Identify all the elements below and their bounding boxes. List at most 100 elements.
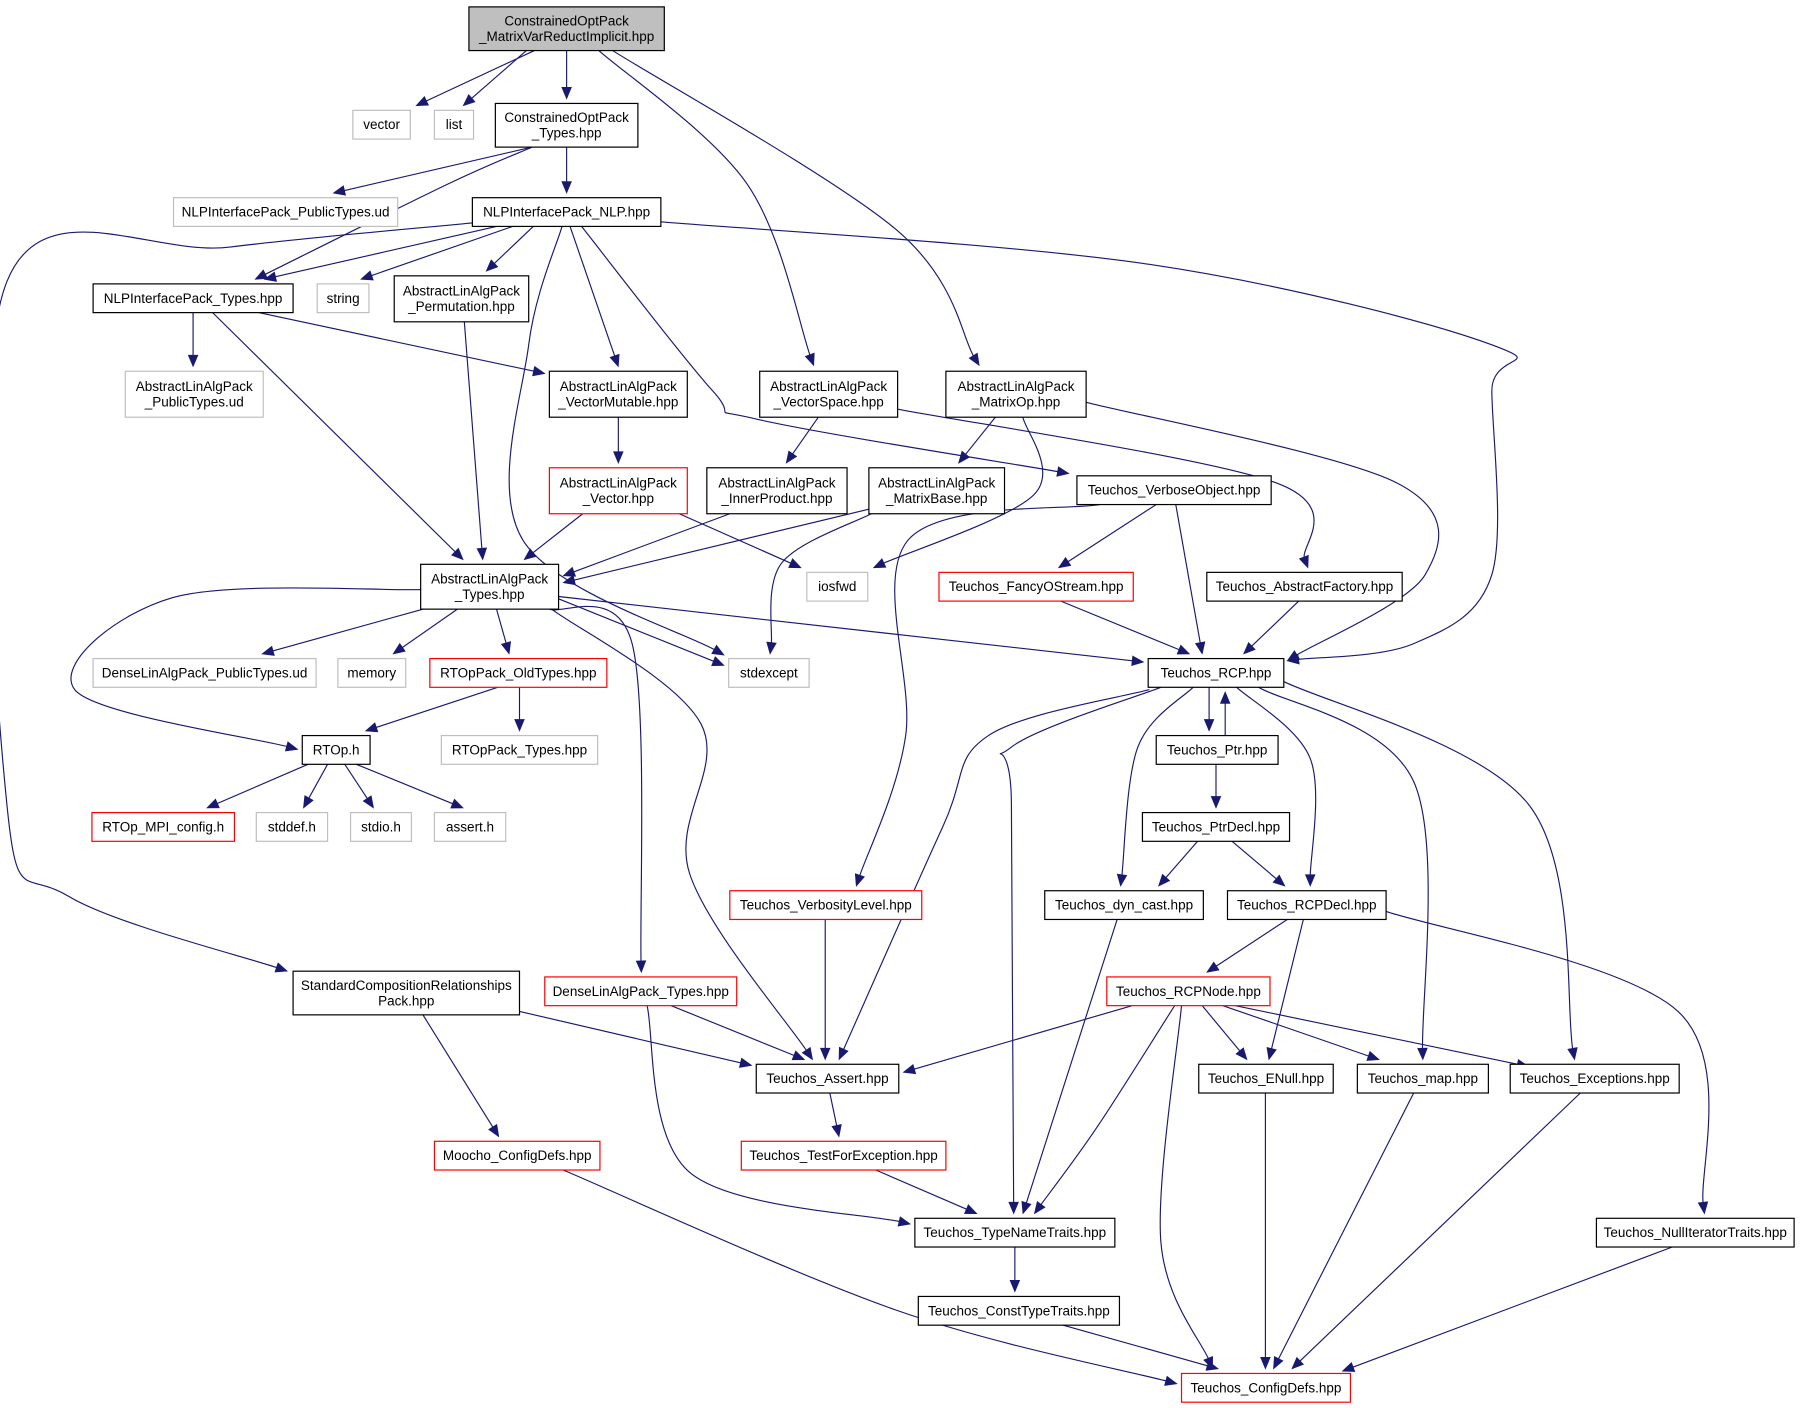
node-t_consttype[interactable]: Teuchos_ConstTypeTraits.hpp <box>917 1295 1121 1326</box>
node-t_fancy[interactable]: Teuchos_FancyOStream.hpp <box>938 571 1134 602</box>
node-label-rtop_h-0: RTOp.h <box>313 742 360 757</box>
node-t_rcpnode[interactable]: Teuchos_RCPNode.hpp <box>1106 976 1271 1007</box>
node-t_assert[interactable]: Teuchos_Assert.hpp <box>755 1063 900 1094</box>
node-ala_pub[interactable]: AbstractLinAlgPack_PublicTypes.ud <box>124 370 264 418</box>
node-t_nulliter[interactable]: Teuchos_NullIteratorTraits.hpp <box>1595 1217 1795 1248</box>
node-iosfwd[interactable]: iosfwd <box>806 571 869 602</box>
node-stdexcept[interactable]: stdexcept <box>728 657 810 688</box>
edge-t_verbobj-to-t_verblevel <box>858 503 1101 878</box>
arrowhead-nlp_nlp-to-ala_perm <box>485 259 499 272</box>
node-memory[interactable]: memory <box>337 657 407 688</box>
arrowhead-ala_types-to-t_rcp <box>1131 655 1145 666</box>
edge-t_rcp-to-t_exc <box>1283 681 1574 1051</box>
node-rtop_old[interactable]: RTOpPack_OldTypes.hpp <box>429 657 608 688</box>
node-t_enull[interactable]: Teuchos_ENull.hpp <box>1198 1063 1334 1094</box>
node-label-ala_vec-1: _Vector.hpp <box>582 491 654 506</box>
arrowhead-ala_types-to-stdexcept <box>711 656 725 666</box>
edge-root-to-ala_vspace <box>598 50 811 357</box>
node-t_typename[interactable]: Teuchos_TypeNameTraits.hpp <box>914 1217 1116 1248</box>
node-box-t_enull <box>1198 1063 1334 1094</box>
node-label-t_testexc-0: Teuchos_TestForException.hpp <box>749 1148 937 1163</box>
edge-ala_types-to-dla_types <box>549 605 643 963</box>
node-rtoppack_types[interactable]: RTOpPack_Types.hpp <box>440 734 599 765</box>
node-label-vector-0: vector <box>363 117 400 132</box>
node-t_verbobj[interactable]: Teuchos_VerboseObject.hpp <box>1076 475 1272 506</box>
node-ala_vec[interactable]: AbstractLinAlgPack_Vector.hpp <box>548 467 688 515</box>
node-string[interactable]: string <box>316 283 370 314</box>
node-label-t_rcp-0: Teuchos_RCP.hpp <box>1161 665 1272 680</box>
node-ala_vspace[interactable]: AbstractLinAlgPack_VectorSpace.hpp <box>759 370 899 418</box>
node-t_absfac[interactable]: Teuchos_AbstractFactory.hpp <box>1206 571 1403 602</box>
node-label-ala_vspace-1: _VectorSpace.hpp <box>772 394 883 409</box>
node-dla_pub[interactable]: DenseLinAlgPack_PublicTypes.ud <box>92 657 317 688</box>
node-t_exc[interactable]: Teuchos_Exceptions.hpp <box>1509 1063 1680 1094</box>
node-stdio[interactable]: stdio.h <box>349 811 413 842</box>
node-t_cfg[interactable]: Teuchos_ConfigDefs.hpp <box>1180 1372 1352 1403</box>
arrowhead-ala_types-to-t_assert <box>801 1046 814 1061</box>
node-rtop_mpi[interactable]: RTOp_MPI_config.h <box>91 811 236 842</box>
arrowhead-ala_mop-to-iosfwd <box>872 558 887 569</box>
node-ala_mop[interactable]: AbstractLinAlgPack_MatrixOp.hpp <box>945 370 1087 418</box>
arrowhead-t_rcpnode-to-t_map <box>1366 1050 1380 1061</box>
arrowhead-t_rcp-to-t_typename <box>1008 1201 1019 1215</box>
arrowhead-root-to-ala_vspace <box>804 352 815 367</box>
node-label-ala_types-0: AbstractLinAlgPack <box>431 571 548 586</box>
node-nlp_pub[interactable]: NLPInterfacePack_PublicTypes.ud <box>172 197 399 228</box>
node-label-ala_perm-1: _Permutation.hpp <box>407 299 515 314</box>
node-label-root-1: _MatrixVarReductImplicit.hpp <box>478 29 654 44</box>
edges-layer <box>0 50 1710 1386</box>
node-label-t_typename-0: Teuchos_TypeNameTraits.hpp <box>924 1225 1107 1240</box>
node-ala_types[interactable]: AbstractLinAlgPack_Types.hpp <box>420 563 560 610</box>
arrowhead-t_rcpdecl-to-t_nulliter <box>1697 1201 1709 1215</box>
node-t_map[interactable]: Teuchos_map.hpp <box>1356 1063 1489 1094</box>
node-t_testexc[interactable]: Teuchos_TestForException.hpp <box>740 1140 947 1171</box>
node-box-root <box>468 6 665 52</box>
edge-t_rcpdecl-to-t_rcpnode <box>1214 918 1288 968</box>
node-rtop_h[interactable]: RTOp.h <box>301 734 371 765</box>
arrowhead-t_nulliter-to-t_cfg <box>1341 1362 1356 1372</box>
node-box-ala_vmut <box>548 370 688 418</box>
node-nlp_types[interactable]: NLPInterfacePack_Types.hpp <box>92 283 294 314</box>
node-cop_types[interactable]: ConstrainedOptPack_Types.hpp <box>494 102 639 148</box>
arrowhead-rtop_h-to-rtop_mpi <box>206 798 220 809</box>
node-ala_vmut[interactable]: AbstractLinAlgPack_VectorMutable.hpp <box>548 370 688 418</box>
node-t_rcpdecl[interactable]: Teuchos_RCPDecl.hpp <box>1226 890 1387 921</box>
edge-nlp_nlp-to-t_rcp <box>660 221 1518 661</box>
node-root[interactable]: ConstrainedOptPack_MatrixVarReductImplic… <box>468 6 665 52</box>
node-assert_h[interactable]: assert.h <box>433 811 507 842</box>
node-label-ala_mop-1: _MatrixOp.hpp <box>971 394 1061 409</box>
node-label-ala_types-1: _Types.hpp <box>454 587 525 602</box>
edge-nlp_nlp-to-string <box>369 225 513 277</box>
edge-ala_vec-to-ala_types <box>531 513 584 555</box>
arrowhead-nlp_nlp-to-ala_vmut <box>609 353 620 368</box>
node-box-rtop_h <box>301 734 371 765</box>
edge-cop_types-to-nlp_pub <box>342 146 533 192</box>
node-nlp_nlp[interactable]: NLPInterfacePack_NLP.hpp <box>471 197 662 228</box>
node-stddef[interactable]: stddef.h <box>255 811 329 842</box>
node-ala_perm[interactable]: AbstractLinAlgPack_Permutation.hpp <box>393 275 530 323</box>
arrowhead-ala_types-to-dla_pub <box>261 645 275 656</box>
node-vector[interactable]: vector <box>352 109 411 140</box>
arrowhead-root-to-cop_types <box>561 87 572 100</box>
node-ala_inner[interactable]: AbstractLinAlgPack_InnerProduct.hpp <box>706 467 848 515</box>
node-moocho_cfg[interactable]: Moocho_ConfigDefs.hpp <box>433 1140 601 1171</box>
node-label-ala_vec-0: AbstractLinAlgPack <box>560 476 677 491</box>
node-t_ptr[interactable]: Teuchos_Ptr.hpp <box>1155 734 1279 765</box>
node-label-nlp_pub-0: NLPInterfacePack_PublicTypes.ud <box>182 205 390 220</box>
node-t_ptrdecl[interactable]: Teuchos_PtrDecl.hpp <box>1141 811 1291 842</box>
node-label-list-0: list <box>446 117 463 132</box>
arrowhead-scr_pack-to-t_assert <box>738 1057 753 1068</box>
node-box-t_rcp <box>1147 657 1285 688</box>
node-t_dyncast[interactable]: Teuchos_dyn_cast.hpp <box>1044 890 1204 921</box>
arrowhead-t_rcp-to-t_ptr <box>1203 719 1215 732</box>
node-box-t_testexc <box>740 1140 947 1171</box>
node-dla_types[interactable]: DenseLinAlgPack_Types.hpp <box>544 976 738 1007</box>
node-t_rcp[interactable]: Teuchos_RCP.hpp <box>1147 657 1285 688</box>
edge-rtop_h-to-stddef <box>307 764 329 800</box>
node-list[interactable]: list <box>433 109 475 140</box>
edge-t_rcp-to-t_rcpdecl <box>1236 686 1317 877</box>
node-label-scr_pack-0: StandardCompositionRelationships <box>301 978 512 993</box>
node-t_verblevel[interactable]: Teuchos_VerbosityLevel.hpp <box>729 890 923 921</box>
node-ala_mbase[interactable]: AbstractLinAlgPack_MatrixBase.hpp <box>868 467 1006 515</box>
